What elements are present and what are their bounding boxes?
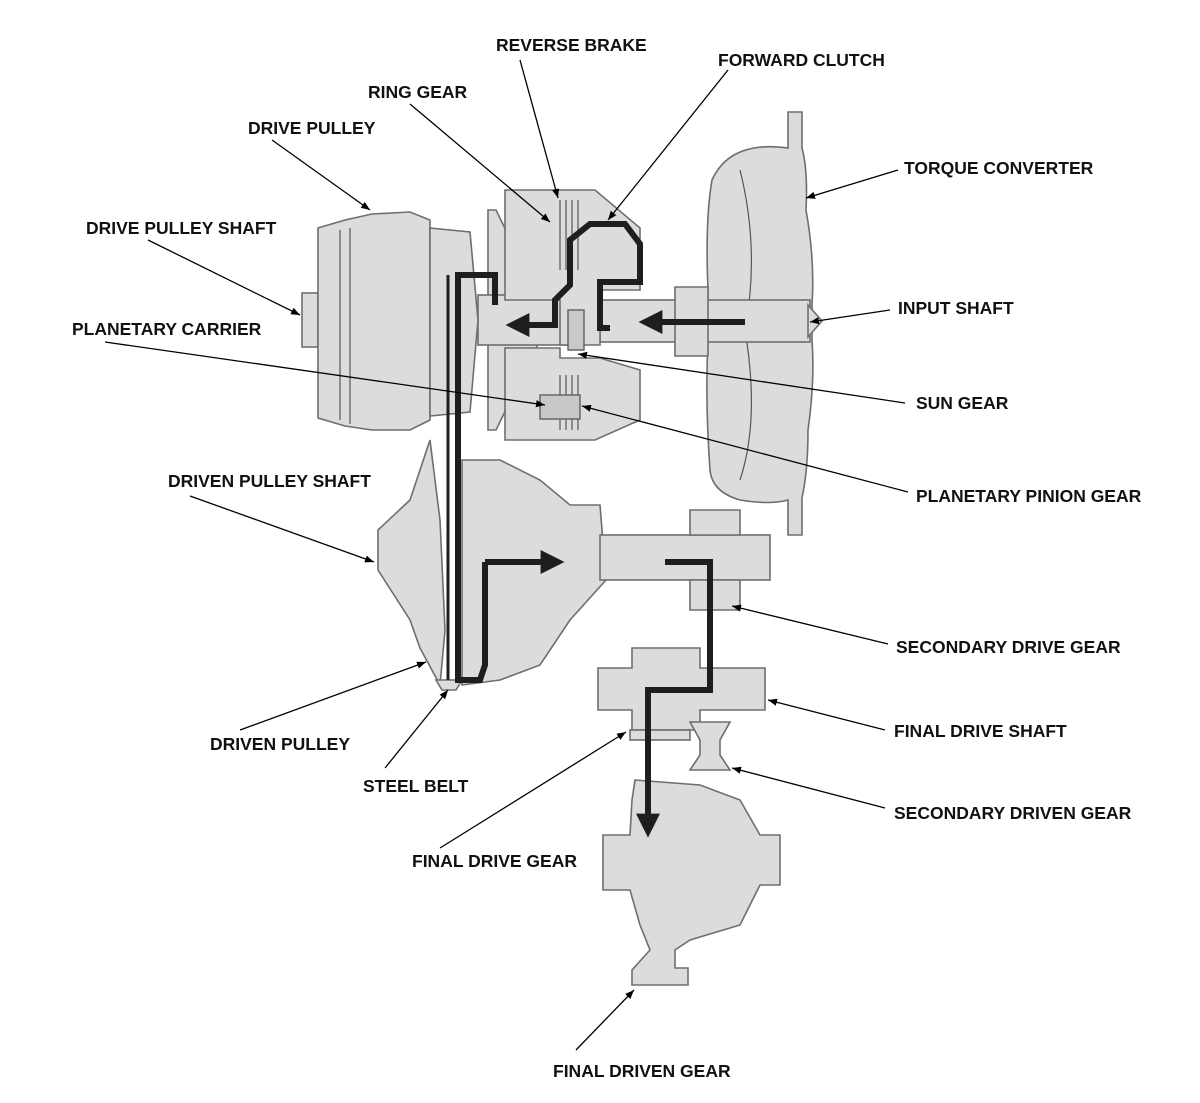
power-flow-path bbox=[446, 221, 745, 838]
label-steel-belt: STEEL BELT bbox=[363, 776, 469, 796]
final-drive-shaft bbox=[597, 647, 766, 741]
leader-steel-belt bbox=[384, 689, 449, 769]
label-input-shaft: INPUT SHAFT bbox=[898, 298, 1014, 318]
leader-ring-gear bbox=[409, 103, 551, 223]
label-ring-gear: RING GEAR bbox=[368, 82, 468, 102]
leader-driven-pulley-shaft bbox=[189, 495, 375, 563]
part-labels: REVERSE BRAKE FORWARD CLUTCH RING GEAR D… bbox=[72, 35, 1142, 1081]
leader-final-driven-gear bbox=[575, 989, 635, 1051]
label-drive-pulley-shaft: DRIVE PULLEY SHAFT bbox=[86, 218, 277, 238]
label-planetary-carrier: PLANETARY CARRIER bbox=[72, 319, 262, 339]
label-drive-pulley: DRIVE PULLEY bbox=[248, 118, 376, 138]
leader-planetary-carrier bbox=[104, 341, 546, 408]
label-driven-pulley: DRIVEN PULLEY bbox=[210, 734, 350, 754]
label-final-drive-gear: FINAL DRIVE GEAR bbox=[412, 851, 577, 871]
final-driven-gear bbox=[602, 779, 781, 986]
label-sun-gear: SUN GEAR bbox=[916, 393, 1009, 413]
secondary-driven-gear bbox=[688, 721, 732, 771]
leader-final-drive-shaft bbox=[767, 698, 886, 731]
leader-drive-pulley bbox=[271, 139, 371, 211]
label-planetary-pinion-gear: PLANETARY PINION GEAR bbox=[916, 486, 1142, 506]
leader-final-drive-gear bbox=[439, 731, 627, 849]
label-reverse-brake: REVERSE BRAKE bbox=[496, 35, 647, 55]
leader-lines bbox=[104, 59, 909, 1051]
label-torque-converter: TORQUE CONVERTER bbox=[904, 158, 1094, 178]
driven-pulley-shaft bbox=[599, 509, 771, 611]
label-final-driven-gear: FINAL DRIVEN GEAR bbox=[553, 1061, 731, 1081]
leader-reverse-brake bbox=[519, 59, 560, 199]
label-secondary-drive-gear: SECONDARY DRIVE GEAR bbox=[896, 637, 1121, 657]
drive-pulley-shaft bbox=[301, 211, 431, 431]
leader-torque-converter bbox=[805, 169, 899, 199]
label-driven-pulley-shaft: DRIVEN PULLEY SHAFT bbox=[168, 471, 371, 491]
leader-forward-clutch bbox=[607, 69, 729, 221]
leader-driven-pulley bbox=[239, 661, 427, 731]
leader-secondary-driven-gear bbox=[731, 766, 886, 809]
leader-secondary-drive-gear bbox=[731, 604, 889, 645]
leader-sun-gear bbox=[577, 351, 906, 404]
label-secondary-driven-gear: SECONDARY DRIVEN GEAR bbox=[894, 803, 1132, 823]
leader-planetary-pinion-gear bbox=[581, 404, 909, 493]
label-forward-clutch: FORWARD CLUTCH bbox=[718, 50, 885, 70]
leader-input-shaft bbox=[809, 309, 891, 325]
label-final-drive-shaft: FINAL DRIVE SHAFT bbox=[894, 721, 1067, 741]
leader-drive-pulley-shaft bbox=[147, 239, 301, 316]
